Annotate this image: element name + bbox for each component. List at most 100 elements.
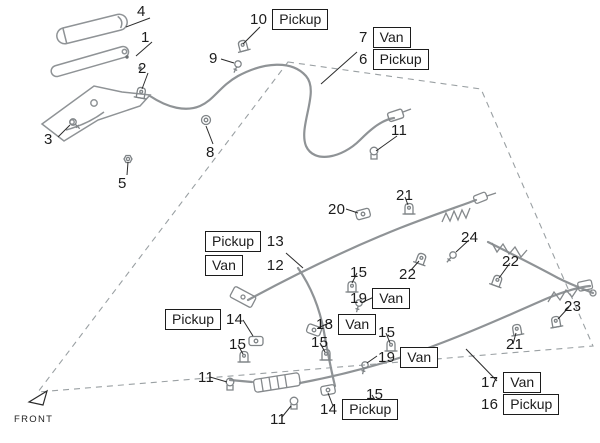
part-number-2: 2: [138, 60, 147, 77]
clip-part-15b: [236, 350, 252, 363]
cable-spring: [547, 287, 579, 303]
cable-clevis-end: [472, 191, 489, 205]
part-number-22: 22: [399, 266, 417, 283]
part-number-15: 15: [350, 264, 368, 281]
front-brake-cable: [148, 63, 396, 158]
part-number-10: 10: [250, 11, 268, 28]
clip-part-22b: [488, 272, 506, 289]
callout-23: 23: [564, 299, 581, 314]
part-number-21: 21: [396, 187, 414, 204]
part-number-21: 21: [506, 336, 524, 353]
part-number-16: 16: [481, 396, 499, 413]
part-number-15: 15: [229, 336, 247, 353]
callout-8: 8: [206, 145, 215, 160]
part-number-4: 4: [137, 3, 146, 20]
callout-21b: 21: [506, 337, 523, 352]
variant-tag-pickup: Pickup: [205, 231, 262, 252]
callout-11a: 11: [391, 123, 407, 138]
callout-3: 3: [44, 132, 53, 147]
part-number-1: 1: [141, 29, 150, 46]
part-number-11: 11: [391, 122, 408, 139]
clamp-part-11c: [289, 396, 299, 410]
bracket-part-14a: [248, 335, 264, 347]
lever-base-part: [40, 85, 152, 142]
part-number-5: 5: [118, 175, 127, 192]
callout-20: 20: [328, 202, 345, 217]
callout-9: 9: [209, 51, 218, 66]
part-number-24: 24: [461, 229, 479, 246]
part-number-19: 19: [350, 290, 368, 307]
part-number-22: 22: [502, 253, 520, 270]
part-number-19: 19: [378, 349, 396, 366]
part-number-14: 14: [226, 311, 244, 328]
callout-22b: 22: [502, 254, 519, 269]
part-number-18: 18: [316, 316, 334, 333]
variant-tag-pickup: Pickup: [372, 49, 429, 70]
clamp-part-11a: [369, 146, 379, 160]
part-number-12: 12: [266, 257, 284, 274]
cable-spring: [441, 207, 471, 223]
variant-tag-van: Van: [503, 372, 542, 393]
part-number-9: 9: [209, 50, 218, 67]
floor-plane-outline: [36, 61, 594, 393]
variant-tag-pickup: Pickup: [342, 399, 399, 420]
callout-22a: 22: [399, 267, 416, 282]
clip-part-22a: [412, 250, 430, 267]
callout-15b: 15: [229, 337, 246, 352]
lever-grip-part: [56, 13, 128, 45]
cable-adjuster: [252, 372, 301, 393]
variant-tag-van: Van: [338, 314, 377, 335]
leader-lines: [57, 17, 570, 418]
equalizer-connector: [229, 286, 257, 308]
callout-1: 1: [141, 30, 150, 45]
callout-15a: 15: [350, 265, 367, 280]
variant-tag-van: Van: [372, 288, 411, 309]
clip-part-21b: [508, 322, 525, 337]
fastener-dot: [138, 66, 142, 70]
grommet-part-8: [200, 114, 212, 126]
part-number-8: 8: [206, 144, 215, 161]
part-number-13: 13: [266, 233, 284, 250]
variant-tag-pickup: Pickup: [165, 309, 222, 330]
cable-end-eye: [589, 289, 597, 297]
part-number-17: 17: [481, 374, 499, 391]
clip-part-15c: [318, 348, 334, 361]
part-number-11: 11: [198, 369, 215, 386]
fastener-dot: [125, 55, 129, 59]
callout-15c: 15: [311, 335, 328, 350]
part-number-15: 15: [366, 386, 384, 403]
part-number-14: 14: [320, 401, 338, 418]
callout-5: 5: [118, 176, 127, 191]
cable-end-fitting: [577, 279, 594, 292]
part-number-7: 7: [359, 29, 368, 46]
variant-tag-pickup: Pickup: [272, 9, 329, 30]
front-cable-end-fitting: [386, 108, 412, 123]
part-number-3: 3: [44, 131, 53, 148]
handbrake-lever-assembly: [40, 13, 152, 142]
callout-15d: 15: [378, 325, 395, 340]
callout-21a: 21: [396, 188, 413, 203]
lever-handle-part: [50, 45, 130, 78]
variant-tag-van: Van: [400, 347, 439, 368]
variant-tag-van: Van: [372, 27, 411, 48]
callout-4: 4: [137, 4, 146, 19]
bracket-part-20: [354, 207, 372, 221]
part-number-20: 20: [328, 201, 346, 218]
clip-part-10: [234, 38, 252, 54]
bolt-part-9: [230, 59, 243, 75]
part-number-6: 6: [359, 51, 368, 68]
variant-tag-pickup: Pickup: [503, 394, 560, 415]
callout-15e: 15: [366, 387, 383, 402]
